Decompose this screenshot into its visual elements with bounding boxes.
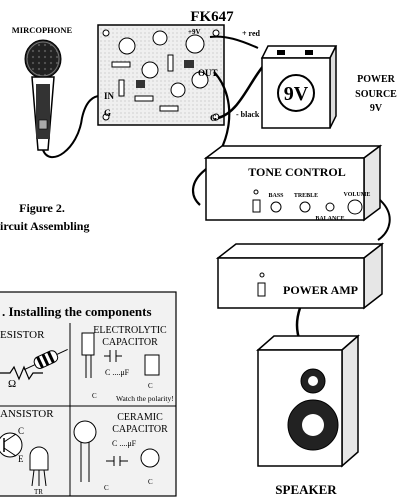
power-source-label-3: 9V [370, 103, 383, 114]
pcb-capacitor-6 [191, 71, 209, 89]
components-panel: . Installing the components ESISTOR Ω EL… [0, 291, 177, 497]
electrolytic-symbol [104, 350, 122, 362]
battery-value: 9V [284, 83, 309, 105]
transistor-symbol [0, 432, 23, 458]
pcb-terminal-g-right: G [210, 113, 217, 123]
pcb-capacitor-4 [141, 61, 159, 79]
ceramic-c-left: C [104, 484, 109, 492]
red-wire [209, 35, 259, 49]
speaker-unit [256, 334, 360, 468]
black-wire-label: - black [236, 110, 260, 119]
battery-9v: 9V [260, 45, 338, 129]
volume-knob [347, 199, 363, 215]
electrolytic-c-left: C [92, 392, 97, 400]
pcb-capacitor-5 [170, 82, 186, 98]
transistor-c-label: C [18, 426, 24, 436]
pcb-terminal-in: IN [104, 91, 115, 101]
black-wire [217, 63, 266, 120]
transistor-label: ANSISTOR [0, 408, 54, 420]
pcb-terminal-out: OUT [198, 68, 218, 78]
amp-power-switch [257, 282, 266, 297]
electrolytic-capacitor-drawing [81, 332, 95, 356]
electrolytic-c-right: C [148, 382, 153, 390]
ceramic-value: C ....μF [112, 439, 137, 448]
figure-caption: ircuit Assembling [0, 219, 89, 233]
transistor-e-label: E [18, 454, 24, 464]
electrolytic-value: C ....μF [105, 368, 130, 377]
microphone-label: MIRCOPHONE [12, 25, 73, 35]
pcb-resistor-5 [118, 79, 125, 97]
diagram-title: FK647 [190, 9, 234, 25]
power-amp-unit: POWER AMP [215, 242, 385, 310]
components-heading: . Installing the components [2, 304, 152, 319]
transistor-code: TR [34, 488, 43, 496]
transistor-drawing [29, 446, 49, 471]
tone-to-amp-wire [377, 199, 391, 241]
bass-label: BASS [268, 193, 284, 199]
resistor-unit: Ω [8, 378, 16, 390]
speaker-label: SPEAKER [275, 482, 337, 497]
pcb-capacitor-3 [185, 34, 205, 54]
resistor-symbol [0, 365, 43, 381]
pcb-capacitor-2 [152, 30, 168, 46]
red-wire-label: + red [242, 29, 261, 38]
pcb-transistor-2 [136, 80, 145, 88]
ceramic-c-right: C [148, 478, 153, 486]
pcb-terminal-g-left: G [104, 108, 111, 118]
power-amp-title: POWER AMP [283, 283, 358, 297]
balance-knob [325, 202, 335, 212]
pcb-transistor-1 [184, 60, 194, 68]
ceramic-label-2: CAPACITOR [112, 424, 168, 435]
pcb-resistor-3 [159, 105, 179, 112]
tone-control-unit: TONE CONTROL BASS TREBLE BALANCE VOLUME [203, 144, 383, 222]
ceramic-capacitor-drawing [73, 420, 97, 444]
electrolytic-label-1: ELECTROLYTIC [93, 325, 167, 336]
volume-label: VOLUME [344, 192, 371, 198]
pcb-resistor-1 [111, 61, 131, 68]
pcb-resistor-2 [134, 95, 154, 102]
pcb-terminal-plus9v: +9V [188, 28, 201, 36]
tone-power-switch [252, 199, 261, 213]
pcb-capacitor-1 [118, 37, 136, 55]
resistor-drawing [23, 348, 68, 371]
resistor-label: ESISTOR [0, 329, 45, 341]
treble-knob [299, 201, 311, 213]
figure-number: Figure 2. [19, 201, 65, 215]
treble-label: TREBLE [294, 193, 318, 199]
ceramic-symbol [106, 456, 128, 466]
bass-knob [270, 201, 282, 213]
pcb-resistor-4 [167, 54, 174, 72]
polarity-note: Watch the polarity! [116, 394, 174, 403]
power-source-label-1: POWER [357, 74, 396, 85]
electrolytic-label-2: CAPACITOR [102, 337, 158, 348]
power-source-label-2: SOURCE [355, 89, 397, 100]
tone-control-title: TONE CONTROL [248, 165, 345, 179]
balance-label: BALANCE [315, 216, 344, 222]
pcb-board: +9V OUT IN G G [97, 24, 225, 126]
ceramic-label-1: CERAMIC [117, 412, 163, 423]
microphone: MIRCOPHONE [12, 25, 101, 159]
